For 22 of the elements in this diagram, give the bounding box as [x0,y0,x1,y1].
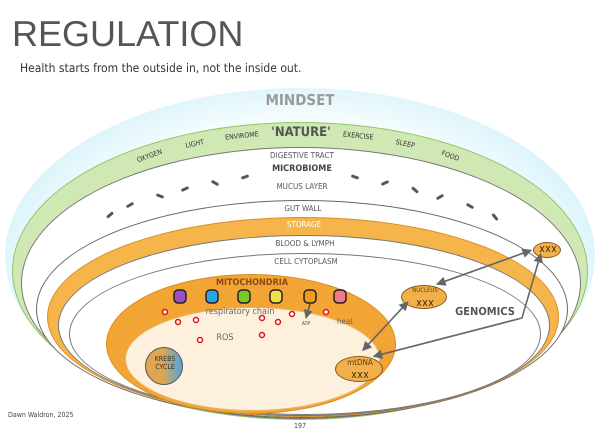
process-label: ROS [216,334,234,344]
layer-label: MICROBIOME [272,165,332,175]
layer-label: CELL CYTOPLASM [274,258,338,267]
layer-label: MINDSET [265,92,335,108]
arrow [372,252,543,359]
arrow [436,248,532,286]
subtitle: Health starts from the outside in, not the inside out. [20,62,302,76]
layer-label: MUCUS LAYER [276,183,328,192]
layer-label: STORAGE [286,221,322,230]
process-label: respiratory chain [206,308,274,318]
layer-label: GUT WALL [284,205,322,214]
layer-label: DIGESTIVE TRACT [270,152,334,161]
layer-label: GENOMICS [455,306,515,318]
layer-label: BLOOD & LYMPH [275,240,335,249]
layer-label: 'NATURE' [271,126,331,140]
dna-oval [533,242,561,258]
title: REGULATION [12,14,244,54]
nucleus-ellipse [401,285,447,309]
arrow [362,301,409,352]
layer-label: MITOCHONDRIA [216,279,288,289]
layer-label: mtDNA [347,359,373,368]
process-label: heat [336,318,354,327]
